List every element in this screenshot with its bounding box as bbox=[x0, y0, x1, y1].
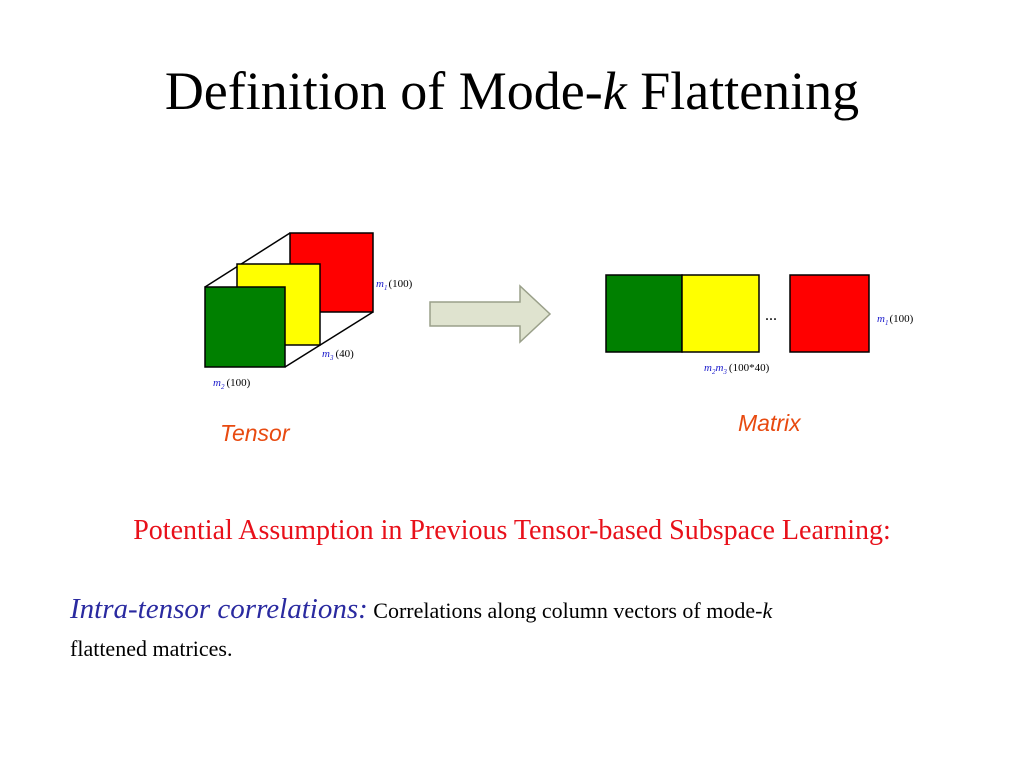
tensor-dim-m1: m1(100) bbox=[376, 278, 413, 292]
slide-title: Definition of Mode-k Flattening bbox=[0, 61, 1024, 121]
tensor-caption: Tensor bbox=[220, 420, 290, 446]
title-var: k bbox=[602, 61, 627, 121]
title-prefix: Definition of Mode- bbox=[164, 61, 603, 121]
assumption-heading: Potential Assumption in Previous Tensor-… bbox=[133, 515, 891, 546]
matrix-col-label: m2m3(100*40) bbox=[704, 362, 770, 376]
matrix-caption: Matrix bbox=[738, 410, 801, 436]
matrix-block-yellow bbox=[681, 274, 760, 353]
intra-text-var: k bbox=[762, 598, 773, 623]
intra-tensor-paragraph: Intra-tensor correlations: Correlations … bbox=[70, 588, 950, 665]
intra-lead: Intra-tensor correlations: bbox=[70, 593, 368, 625]
tensor-dim-m2: m2(100) bbox=[213, 377, 251, 391]
matrix-ellipsis: ... bbox=[765, 307, 777, 324]
tensor-slice-green bbox=[204, 286, 286, 368]
flatten-arrow bbox=[429, 284, 552, 344]
tensor-dim-m3: m3(40) bbox=[322, 348, 354, 362]
tensor-edge bbox=[284, 311, 374, 368]
intra-text-prefix: Correlations along column vectors of mod… bbox=[373, 598, 763, 623]
matrix-row-label: m1(100) bbox=[877, 313, 914, 327]
title-suffix: Flattening bbox=[626, 61, 860, 121]
tensor-edge bbox=[204, 232, 291, 288]
matrix-block-red bbox=[789, 274, 870, 353]
intra-text-suffix: flattened matrices. bbox=[70, 635, 233, 661]
matrix-block-green bbox=[605, 274, 683, 353]
matrix-illustration: ... m1(100) m2m3(100*40) bbox=[605, 274, 914, 376]
tensor-illustration: m1(100) m3(40) m2(100) bbox=[204, 232, 413, 391]
